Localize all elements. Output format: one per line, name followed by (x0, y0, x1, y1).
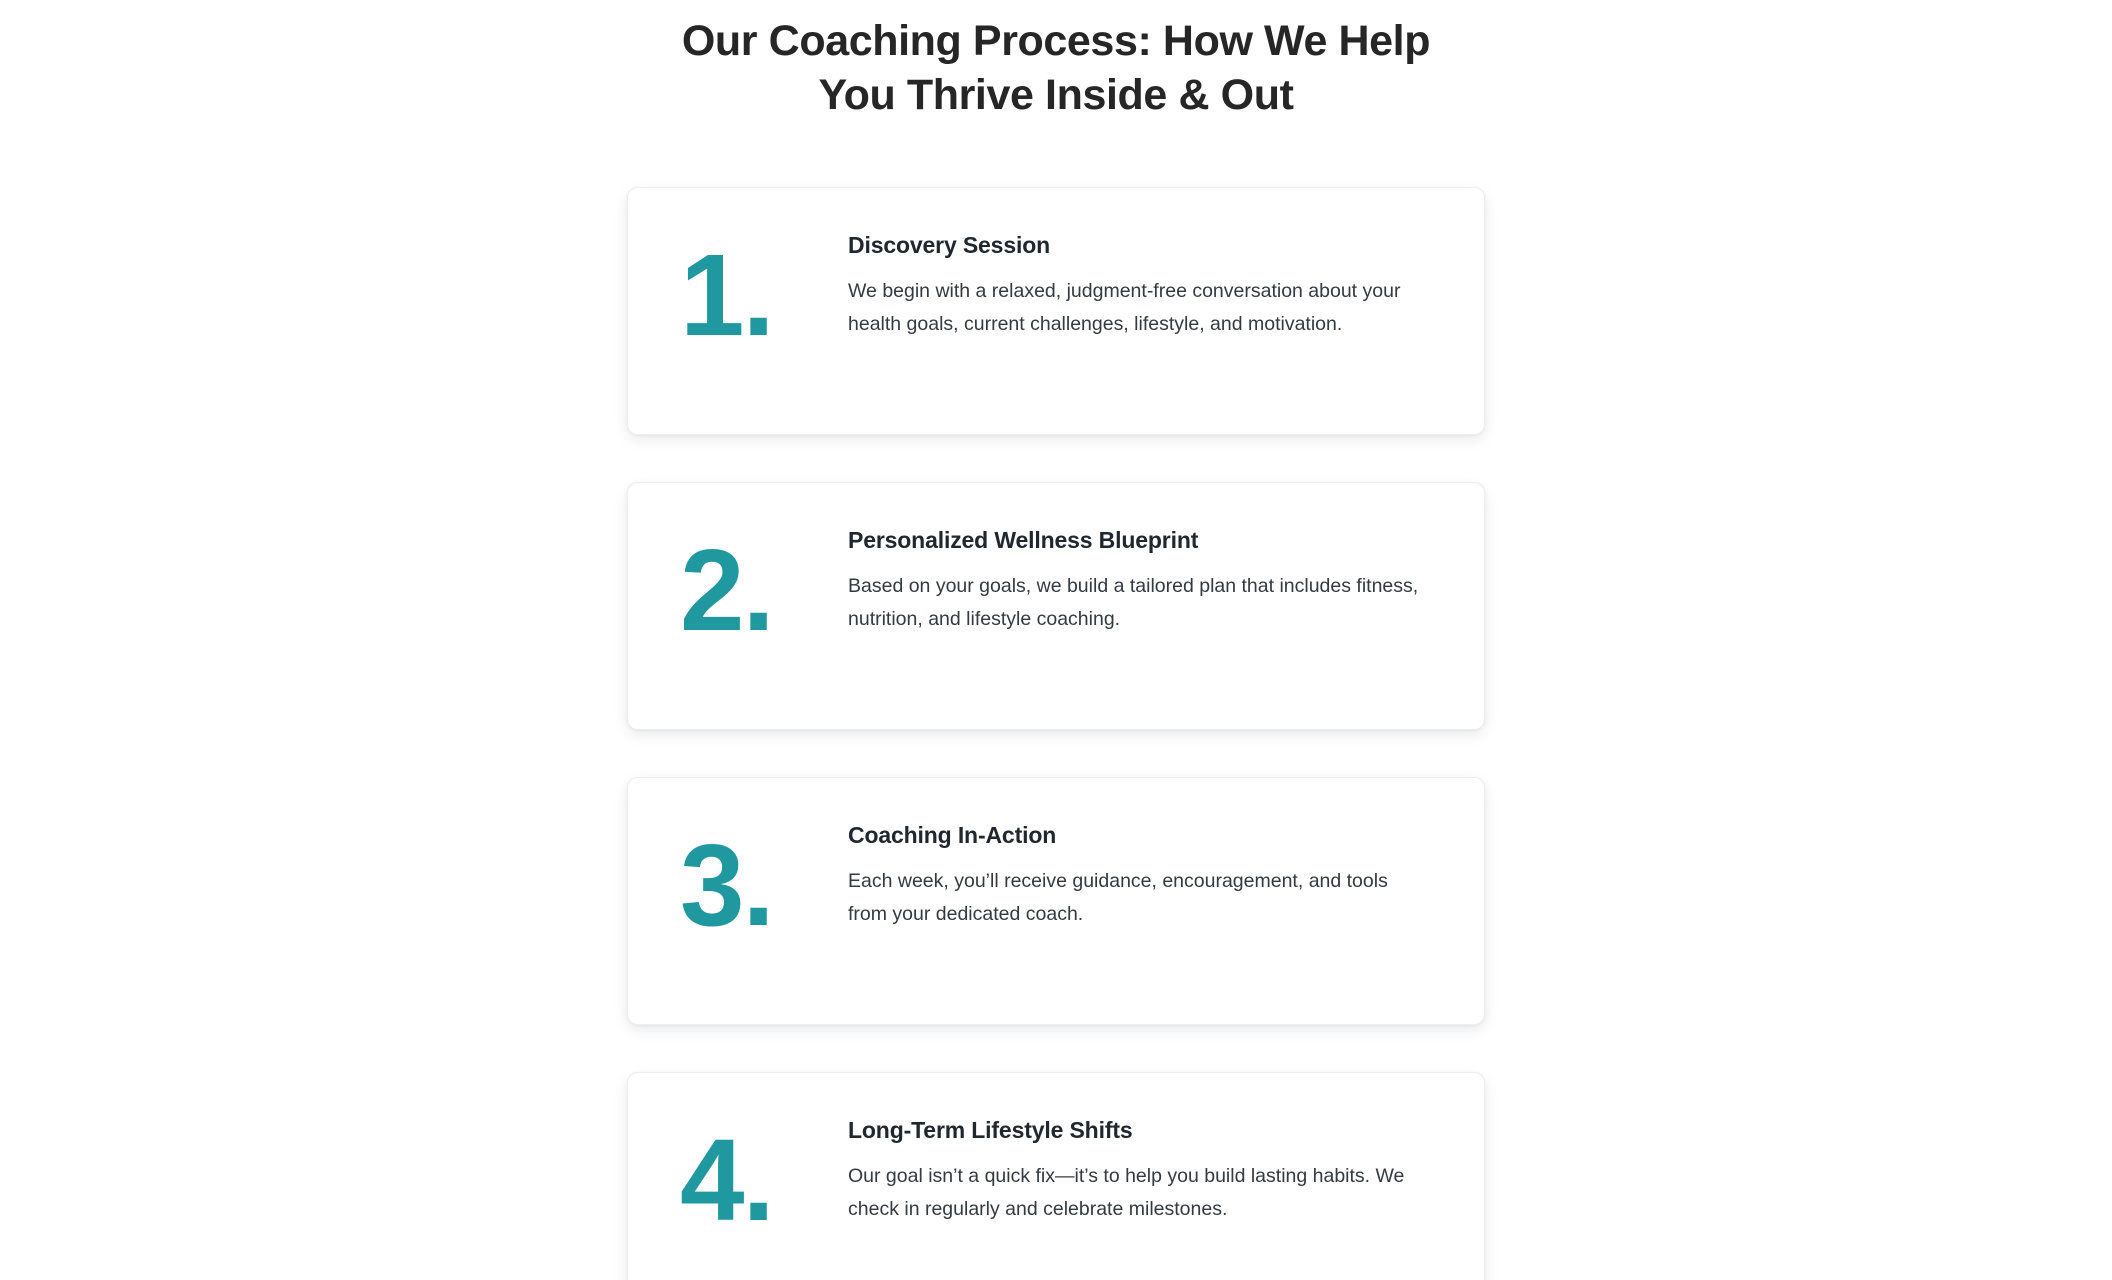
step-content-4: Long-Term Lifestyle Shifts Our goal isn’… (848, 1105, 1444, 1226)
page-title-line-1: Our Coaching Process: How We Help (681, 17, 1431, 65)
step-content-2: Personalized Wellness Blueprint Based on… (848, 515, 1444, 636)
step-description-3: Each week, you’ll receive guidance, enco… (848, 870, 1388, 925)
process-step-card-2[interactable]: 2. Personalized Wellness Blueprint Based… (627, 482, 1485, 730)
step-title-3: Coaching In-Action (848, 822, 1057, 848)
process-step-card-4[interactable]: 4. Long-Term Lifestyle Shifts Our goal i… (627, 1072, 1485, 1280)
step-number-4: 4. (680, 1115, 775, 1245)
step-description-2: Based on your goals, we build a tailored… (848, 575, 1419, 630)
page-title-line-2: You Thrive Inside & Out (818, 71, 1294, 119)
step-title-2: Personalized Wellness Blueprint (848, 527, 1199, 553)
step-title-1: Discovery Session (848, 232, 1051, 258)
step-content-3: Coaching In-Action Each week, you’ll rec… (848, 810, 1444, 931)
process-step-card-3[interactable]: 3. Coaching In-Action Each week, you’ll … (627, 777, 1485, 1025)
step-title-4: Long-Term Lifestyle Shifts (848, 1117, 1133, 1143)
step-number-2: 2. (680, 525, 775, 655)
step-content-1: Discovery Session We begin with a relaxe… (848, 220, 1444, 341)
step-number-1: 1. (680, 230, 775, 360)
step-description-4: Our goal isn’t a quick fix—it’s to help … (848, 1165, 1405, 1220)
step-number-3: 3. (680, 820, 775, 950)
process-step-card-1[interactable]: 1. Discovery Session We begin with a rel… (627, 187, 1485, 435)
step-description-1: We begin with a relaxed, judgment-free c… (848, 280, 1401, 335)
process-steps-list: 1. Discovery Session We begin with a rel… (627, 187, 1485, 1280)
page-title: Our Coaching Process: How We Help You Th… (0, 14, 2112, 122)
